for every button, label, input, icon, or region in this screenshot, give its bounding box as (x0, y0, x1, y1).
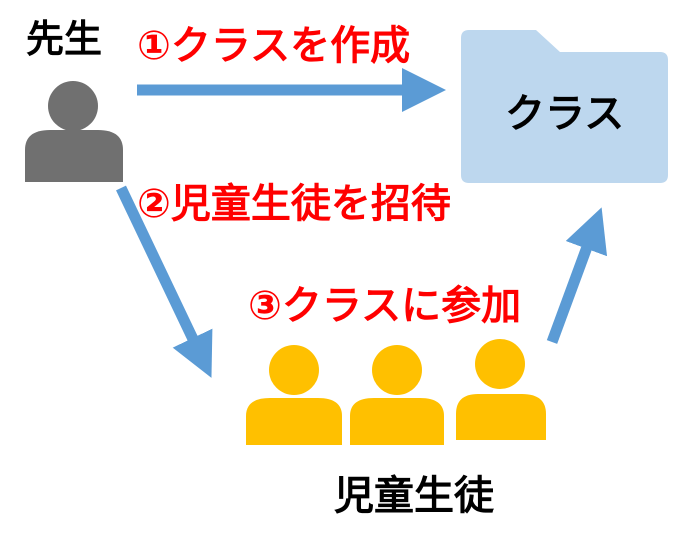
students-label: 児童生徒 (334, 473, 494, 519)
student-person-icon-2 (350, 345, 444, 445)
arrow-join-class (546, 207, 608, 344)
arrow-invite-students (116, 185, 213, 378)
step-create-class-label: ①クラスを作成 (137, 23, 411, 69)
class-folder-label: クラス (505, 91, 625, 137)
teacher-label: 先生 (26, 17, 103, 61)
student-person-icon-1 (246, 345, 342, 445)
step-invite-students-label: ②児童生徒を招待 (137, 181, 451, 227)
student-person-icon-3 (456, 339, 546, 440)
person-icon (25, 81, 123, 182)
step-join-class-label: ③クラスに参加 (248, 283, 522, 329)
folder-icon (461, 30, 668, 183)
group-of-people-icon (246, 339, 546, 445)
